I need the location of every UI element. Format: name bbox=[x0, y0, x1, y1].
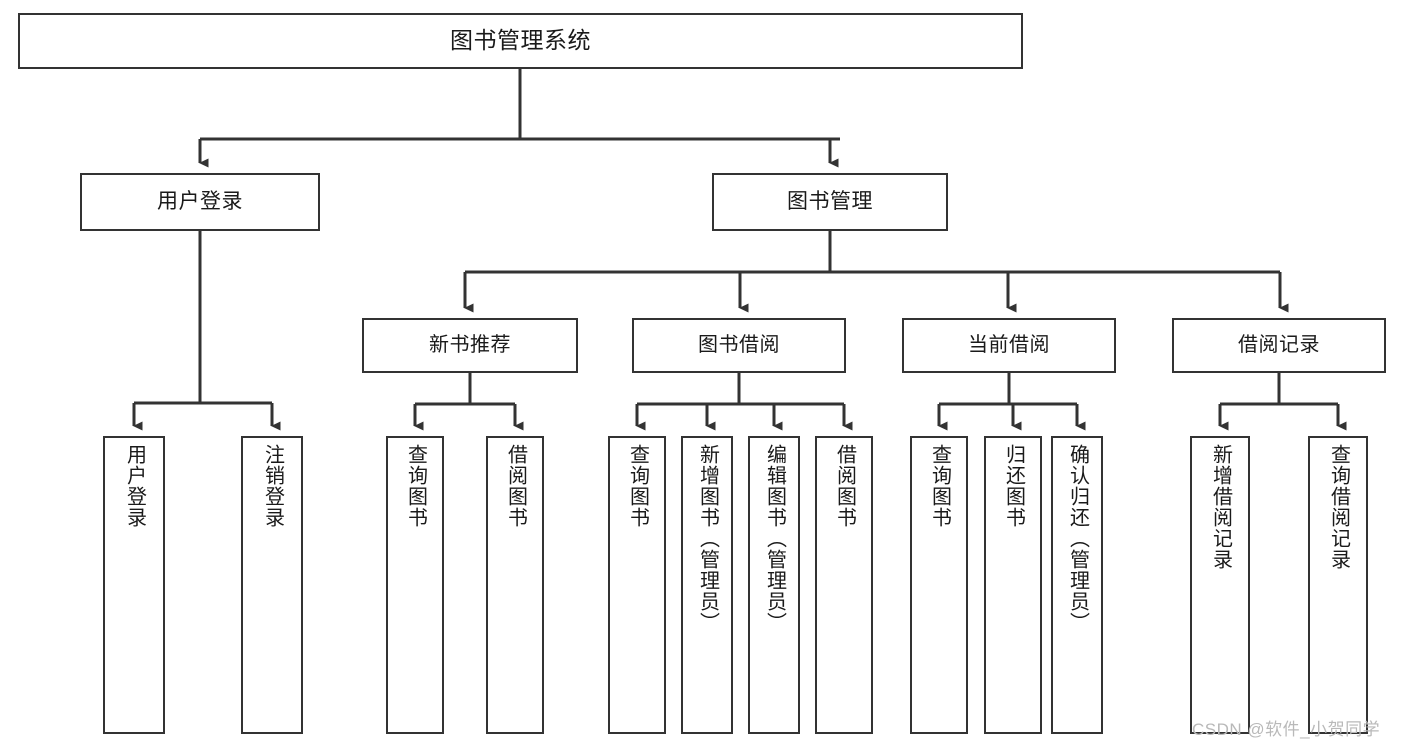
node-book-borrow-label: 图书借阅 bbox=[698, 334, 780, 357]
node-new-book-recommend[interactable]: 新书推荐 bbox=[362, 318, 578, 373]
node-leaf-label: 注销登录 bbox=[261, 444, 284, 528]
edge-user-login-to-leaves bbox=[132, 231, 281, 431]
node-leaf-label: 确认归还（管理员） bbox=[1066, 444, 1089, 633]
node-book-manage[interactable]: 图书管理 bbox=[712, 173, 948, 231]
node-leaf-label: 编辑图书（管理员） bbox=[763, 444, 786, 633]
node-leaf-label: 借阅图书 bbox=[833, 444, 856, 528]
node-leaf-query-book-current[interactable]: 查询图书 bbox=[910, 436, 968, 734]
edge-book-manage-to-level2 bbox=[463, 231, 1289, 313]
node-leaf-borrow-book-recommend[interactable]: 借阅图书 bbox=[486, 436, 544, 734]
node-new-book-recommend-label: 新书推荐 bbox=[429, 334, 511, 357]
node-leaf-add-book-admin[interactable]: 新增图书（管理员） bbox=[681, 436, 733, 734]
edge-current-borrow-to-leaves bbox=[937, 373, 1086, 431]
node-leaf-label: 查询图书 bbox=[626, 444, 649, 528]
edge-root-to-level1 bbox=[198, 69, 840, 168]
node-leaf-edit-book-admin[interactable]: 编辑图书（管理员） bbox=[748, 436, 800, 734]
node-leaf-confirm-return-admin[interactable]: 确认归还（管理员） bbox=[1051, 436, 1103, 734]
edge-book-borrow-to-leaves bbox=[635, 373, 853, 431]
node-leaf-add-borrow-record[interactable]: 新增借阅记录 bbox=[1190, 436, 1250, 734]
node-leaf-label: 查询借阅记录 bbox=[1327, 444, 1350, 570]
node-root-book-management-system[interactable]: 图书管理系统 bbox=[18, 13, 1023, 69]
node-leaf-user-login[interactable]: 用户登录 bbox=[103, 436, 165, 734]
node-borrow-record[interactable]: 借阅记录 bbox=[1172, 318, 1386, 373]
node-current-borrow-label: 当前借阅 bbox=[968, 334, 1050, 357]
node-borrow-record-label: 借阅记录 bbox=[1238, 334, 1320, 357]
node-leaf-logout[interactable]: 注销登录 bbox=[241, 436, 303, 734]
node-leaf-label: 新增借阅记录 bbox=[1209, 444, 1232, 570]
node-leaf-return-book[interactable]: 归还图书 bbox=[984, 436, 1042, 734]
node-book-manage-label: 图书管理 bbox=[787, 190, 873, 214]
edge-new-book-rec-to-leaves bbox=[413, 373, 524, 431]
node-user-login-label: 用户登录 bbox=[157, 190, 243, 214]
node-current-borrow[interactable]: 当前借阅 bbox=[902, 318, 1116, 373]
node-leaf-label: 查询图书 bbox=[404, 444, 427, 528]
node-leaf-label: 用户登录 bbox=[123, 444, 146, 528]
node-book-borrow[interactable]: 图书借阅 bbox=[632, 318, 846, 373]
node-leaf-label: 借阅图书 bbox=[504, 444, 527, 528]
node-leaf-label: 查询图书 bbox=[928, 444, 951, 528]
node-leaf-label: 归还图书 bbox=[1002, 444, 1025, 528]
node-user-login[interactable]: 用户登录 bbox=[80, 173, 320, 231]
edge-borrow-record-to-leaves bbox=[1218, 373, 1347, 431]
node-leaf-label: 新增图书（管理员） bbox=[696, 444, 719, 633]
csdn-watermark: CSDN @软件_小贺同学 bbox=[1192, 720, 1381, 739]
node-root-label: 图书管理系统 bbox=[450, 27, 591, 54]
node-leaf-query-borrow-record[interactable]: 查询借阅记录 bbox=[1308, 436, 1368, 734]
node-leaf-borrow-book[interactable]: 借阅图书 bbox=[815, 436, 873, 734]
node-leaf-query-book-recommend[interactable]: 查询图书 bbox=[386, 436, 444, 734]
node-leaf-query-book-borrow[interactable]: 查询图书 bbox=[608, 436, 666, 734]
